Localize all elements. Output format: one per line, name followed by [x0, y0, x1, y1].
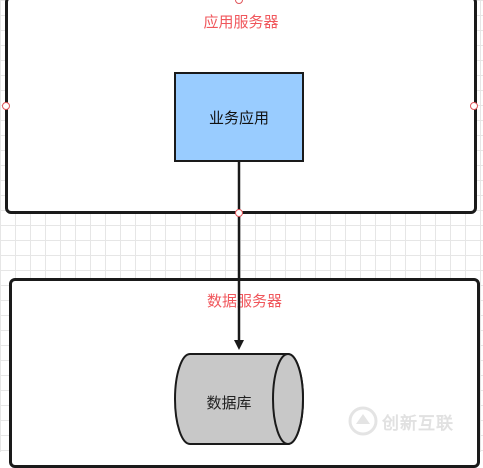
business-app-node[interactable]: 业务应用	[174, 72, 304, 162]
resize-handle-left[interactable]	[2, 102, 10, 110]
app-server-title: 应用服务器	[203, 13, 279, 31]
watermark: 创新互联	[348, 406, 454, 436]
db-server-title: 数据服务器	[206, 292, 282, 310]
resize-handle-bottom[interactable]	[235, 209, 243, 217]
resize-handle-right[interactable]	[470, 102, 478, 110]
connectors-layer	[174, 162, 304, 445]
business-app-label: 业务应用	[208, 108, 269, 127]
database-label: 数据库	[206, 394, 252, 412]
database-node[interactable]	[174, 353, 304, 445]
watermark-logo-icon	[348, 406, 378, 436]
watermark-text: 创新互联	[382, 413, 454, 434]
